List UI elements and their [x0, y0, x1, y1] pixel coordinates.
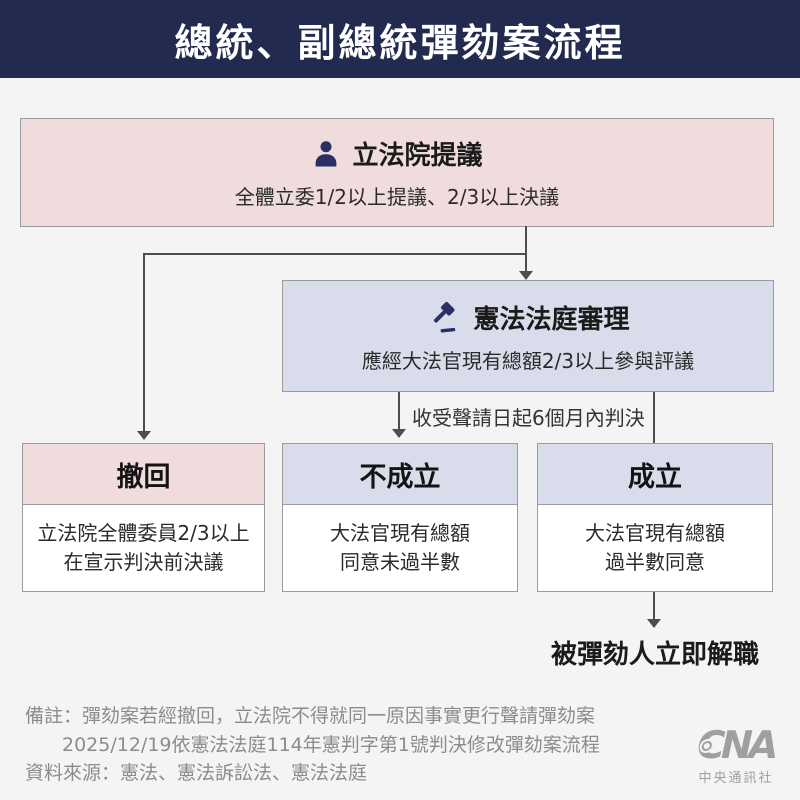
- step1-title: 立法院提議: [352, 141, 483, 171]
- outcome-withdraw-title: 撤回: [23, 444, 264, 505]
- connector-to-result: [653, 592, 655, 620]
- deadline-label: 收受聲請日起6個月內判決: [412, 406, 645, 430]
- outcome-rejected-line2: 同意未過半數: [340, 550, 460, 574]
- outcome-rejected-box: 不成立 大法官現有總額 同意未過半數: [282, 443, 518, 592]
- outcome-upheld-body: 大法官現有總額 過半數同意: [538, 505, 772, 591]
- connector-to-upheld: [653, 392, 655, 443]
- cna-logo: CNA 中央通訊社: [688, 723, 784, 786]
- step2-title-row: 憲法法庭審理: [426, 299, 630, 336]
- step1-subtitle: 全體立委1/2以上提議、2/3以上決議: [234, 185, 560, 209]
- footnote-line1: 備註：彈劾案若經撤回，立法院不得就同一原因事實更行聲請彈劾案: [25, 705, 596, 727]
- step2-title: 憲法法庭審理: [473, 304, 630, 335]
- arrowhead-to-result: [647, 619, 661, 628]
- result-text: 被彈劾人立即解職: [550, 640, 759, 670]
- outcome-withdraw-line2: 在宣示判決前決議: [63, 550, 224, 574]
- page-title: 總統、副總統彈劾案流程: [174, 20, 626, 65]
- outcome-upheld-line2: 過半數同意: [605, 550, 705, 574]
- connector-to-rejected: [398, 392, 400, 430]
- source-line: 資料來源：憲法、憲法訴訟法、憲法法庭: [25, 762, 368, 784]
- cna-logo-letters: CNA: [692, 723, 780, 767]
- connector-step1-stub: [525, 226, 527, 255]
- arrowhead-to-court: [519, 271, 533, 280]
- outcome-rejected-line1: 大法官現有總額: [330, 521, 470, 545]
- step2-subtitle: 應經大法官現有總額2/3以上參與評議: [361, 348, 695, 373]
- cna-logo-caption: 中央通訊社: [698, 771, 774, 786]
- outcome-rejected-title: 不成立: [283, 444, 517, 505]
- arrowhead-to-rejected: [392, 429, 406, 438]
- outcome-upheld-line1: 大法官現有總額: [585, 521, 725, 545]
- outcome-rejected-body: 大法官現有總額 同意未過半數: [283, 505, 517, 591]
- step1-title-row: 立法院提議: [311, 135, 483, 172]
- connector-branch-horizontal: [143, 253, 527, 255]
- outcome-withdraw-body: 立法院全體委員2/3以上 在宣示判決前決議: [23, 505, 264, 591]
- step-constitutional-court: 憲法法庭審理 應經大法官現有總額2/3以上參與評議: [282, 280, 774, 392]
- outcome-upheld-box: 成立 大法官現有總額 過半數同意: [537, 443, 773, 592]
- connector-to-court: [525, 253, 527, 272]
- outcome-upheld-title: 成立: [538, 444, 772, 505]
- connector-to-withdraw: [143, 253, 145, 431]
- title-bar: 總統、副總統彈劾案流程: [0, 0, 800, 78]
- outcome-withdraw-line1: 立法院全體委員2/3以上: [37, 521, 250, 545]
- outcome-withdraw-box: 撤回 立法院全體委員2/3以上 在宣示判決前決議: [22, 443, 265, 592]
- footnote-line2: 2025/12/19依憲法法庭114年憲判字第1號判決修改彈劾案流程: [62, 734, 600, 756]
- arrowhead-to-withdraw: [137, 431, 151, 440]
- gavel-icon: [426, 299, 462, 335]
- step-legislature-proposal: 立法院提議 全體立委1/2以上提議、2/3以上決議: [20, 118, 774, 227]
- person-icon: [311, 139, 341, 169]
